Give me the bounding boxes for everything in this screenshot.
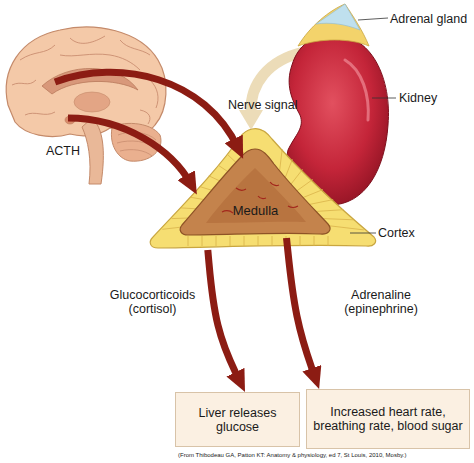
brain-illustration [6, 27, 166, 184]
cortex-outline [150, 128, 375, 248]
part-label: Kidney [399, 91, 437, 105]
thalamus [74, 92, 110, 112]
structure-label: Medulla [178, 204, 333, 218]
adrenal-cap-top [316, 4, 360, 30]
signal-label: Nerve signal [228, 98, 297, 112]
leader-line [358, 18, 388, 20]
structure-label: Cortex [378, 226, 415, 240]
acth-arrow [68, 118, 191, 184]
corpus-callosum [42, 68, 138, 94]
effect-box: Liver releases glucose [175, 392, 300, 447]
signal-label: ACTH [46, 144, 80, 158]
beige-arrow-head [239, 110, 263, 130]
medulla-outline [180, 149, 330, 235]
leader-line [372, 98, 396, 99]
kidney-highlight [345, 60, 368, 120]
credit-line: (From Thibodeau GA, Patton KT: Anatomy &… [178, 451, 406, 459]
part-label: Adrenal gland [390, 12, 467, 26]
adrenal-cap [298, 4, 369, 46]
edge-label: Adrenaline (epinephrine) [325, 288, 437, 316]
brainstem [82, 118, 103, 184]
adrenal-cortex: CortexMedulla [148, 125, 378, 250]
adrenal-medulla: Medulla [178, 146, 333, 238]
hormone-arrow [208, 250, 240, 381]
box-text: Increased heart rate, breathing rate, bl… [307, 390, 469, 448]
edge-label: Glucocorticoids (cortisol) [95, 288, 210, 316]
box-text: Liver releases glucose [176, 393, 299, 446]
cerebellum [111, 123, 161, 161]
cerebrum [6, 27, 166, 136]
brain-gyri [12, 36, 158, 124]
cerebellum-folds [117, 132, 157, 156]
pituitary [65, 116, 75, 124]
hormone-arrow [287, 238, 316, 378]
node-outline [178, 146, 333, 238]
effect-box: Increased heart rate, breathing rate, bl… [306, 389, 470, 449]
cortex-striations [162, 144, 363, 246]
nerve-signal-arrow [55, 72, 238, 148]
